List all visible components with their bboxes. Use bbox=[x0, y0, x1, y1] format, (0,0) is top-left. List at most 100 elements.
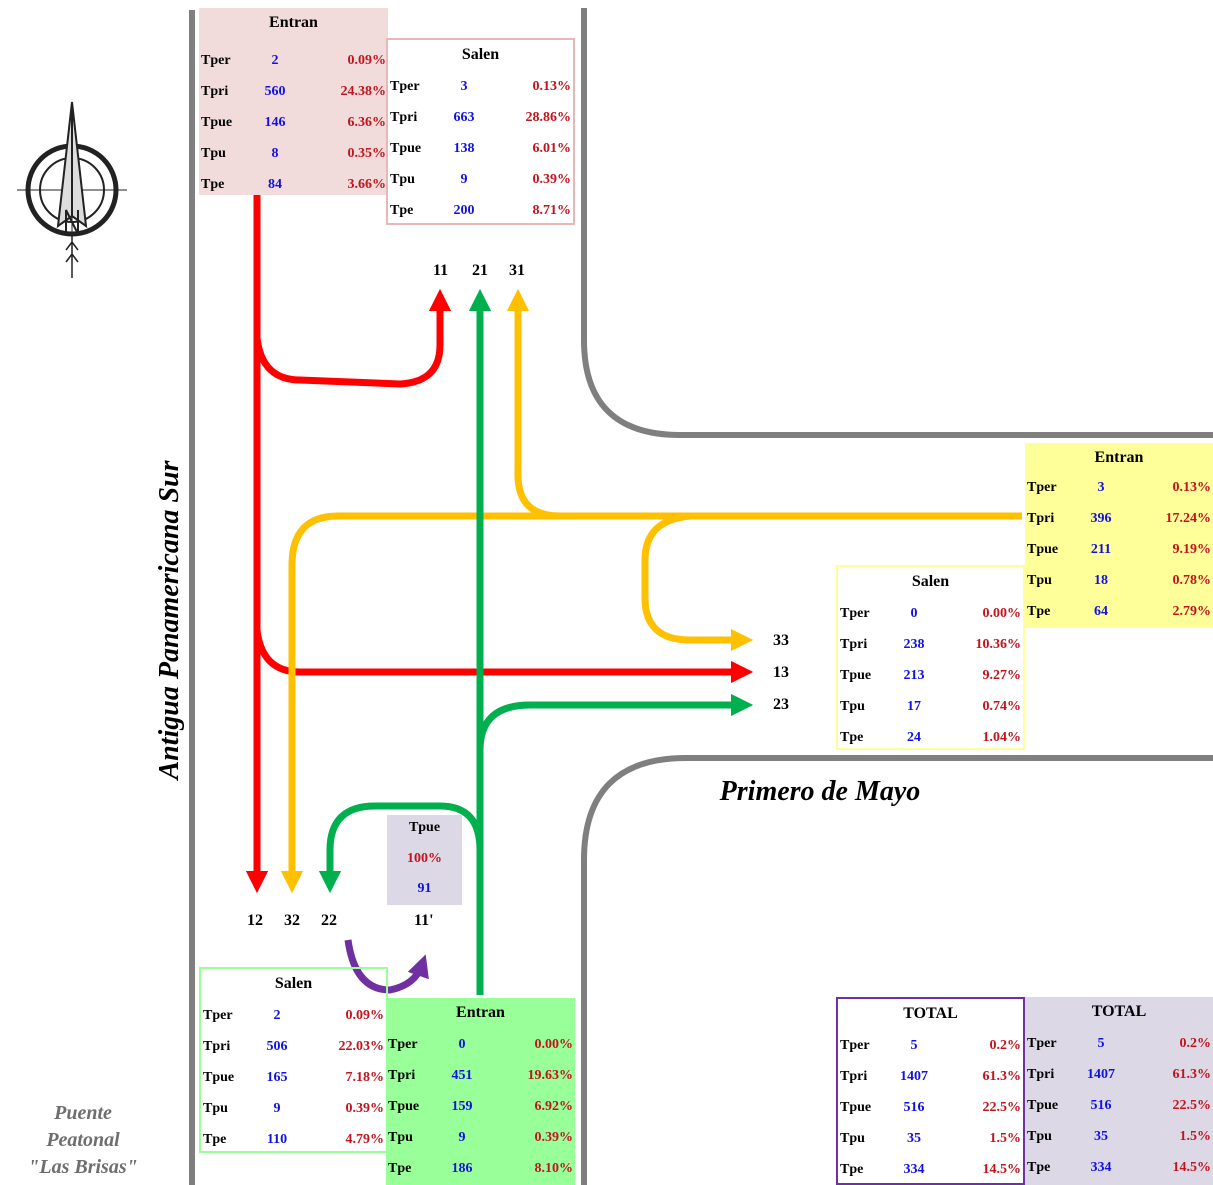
arrow-yellow-31 bbox=[506, 288, 1022, 520]
vehicle-percent: 0.2% bbox=[1179, 1036, 1212, 1051]
vehicle-percent: 2.79% bbox=[1172, 604, 1212, 619]
vehicle-count: 186 bbox=[451, 1161, 473, 1176]
vehicle-percent: 28.86% bbox=[525, 110, 572, 125]
vehicle-count: 506 bbox=[266, 1039, 288, 1054]
vehicle-percent: 0.35% bbox=[347, 146, 387, 161]
vehicle-percent: 0.78% bbox=[1172, 573, 1212, 588]
uturn-type: Tpue bbox=[408, 820, 441, 835]
vehicle-percent: 0.09% bbox=[345, 1008, 385, 1023]
vehicle-type: Tpri bbox=[203, 1039, 231, 1054]
vehicle-count: 35 bbox=[1094, 1129, 1108, 1144]
vehicle-percent: 1.5% bbox=[1179, 1129, 1212, 1144]
vehicle-percent: 6.36% bbox=[347, 115, 387, 130]
label-22: 22 bbox=[321, 912, 337, 929]
vehicle-type: Tpue bbox=[840, 1100, 872, 1115]
vehicle-percent: 22.5% bbox=[982, 1100, 1022, 1115]
vehicle-type: Tpri bbox=[1027, 511, 1055, 526]
vehicle-percent: 14.5% bbox=[1172, 1160, 1212, 1175]
vehicle-percent: 0.39% bbox=[534, 1130, 574, 1145]
table-row: Tpue 516 22.5% bbox=[838, 1093, 1023, 1123]
vehicle-count: 2 bbox=[273, 1008, 281, 1023]
vehicle-type: Tpe bbox=[390, 203, 414, 218]
vehicle-type: Tpu bbox=[1027, 573, 1052, 588]
vehicle-type: Tpe bbox=[1027, 1160, 1051, 1175]
vehicle-percent: 3.66% bbox=[347, 177, 387, 192]
vehicle-type: Tpu bbox=[388, 1130, 413, 1145]
vehicle-count: 24 bbox=[907, 730, 921, 745]
vehicle-count: 165 bbox=[266, 1070, 288, 1085]
vehicle-type: Tpe bbox=[840, 1162, 864, 1177]
vehicle-count: 3 bbox=[1097, 480, 1105, 495]
vehicle-percent: 0.13% bbox=[1172, 480, 1212, 495]
vehicle-count: 516 bbox=[1090, 1098, 1112, 1113]
vehicle-percent: 0.00% bbox=[534, 1037, 574, 1052]
arrow-yellow-32 bbox=[280, 512, 1022, 894]
table-title: TOTAL bbox=[1091, 1003, 1147, 1020]
vehicle-type: Tper bbox=[840, 1038, 870, 1053]
vehicle-type: Tpri bbox=[390, 110, 418, 125]
road-northeast-edge bbox=[581, 8, 1213, 438]
label-23: 23 bbox=[773, 696, 789, 713]
vehicle-count: 9 bbox=[273, 1101, 281, 1116]
vehicle-percent: 6.01% bbox=[532, 141, 572, 156]
arrow-green-23 bbox=[476, 693, 754, 751]
vehicle-percent: 0.74% bbox=[982, 699, 1022, 714]
label-12: 12 bbox=[247, 912, 263, 929]
label-32: 32 bbox=[284, 912, 300, 929]
vehicle-percent: 19.63% bbox=[527, 1068, 574, 1083]
vehicle-type: Tpe bbox=[388, 1161, 412, 1176]
vehicle-count: 138 bbox=[453, 141, 475, 156]
vehicle-type: Tper bbox=[840, 606, 870, 621]
vehicle-count: 451 bbox=[451, 1068, 473, 1083]
vehicle-percent: 0.00% bbox=[982, 606, 1022, 621]
vehicle-count: 8 bbox=[271, 146, 279, 161]
vehicle-type: Tpu bbox=[840, 1131, 865, 1146]
vehicle-percent: 10.36% bbox=[975, 637, 1022, 652]
arrow-green-22 bbox=[318, 802, 484, 894]
vehicle-count: 1407 bbox=[900, 1069, 928, 1084]
vehicle-type: Tpri bbox=[201, 84, 229, 99]
vehicle-count: 334 bbox=[1090, 1160, 1112, 1175]
vehicle-percent: 9.19% bbox=[1172, 542, 1212, 557]
uturn-count: 91 bbox=[417, 881, 432, 896]
vehicle-count: 334 bbox=[903, 1162, 925, 1177]
vehicle-percent: 24.38% bbox=[340, 84, 387, 99]
vehicle-percent: 1.04% bbox=[982, 730, 1022, 745]
vehicle-count: 64 bbox=[1094, 604, 1108, 619]
bridge-label-line-3: "Las Brisas" bbox=[28, 1156, 138, 1178]
vehicle-percent: 0.09% bbox=[347, 53, 387, 68]
vehicle-count: 9 bbox=[460, 172, 468, 187]
vehicle-type: Tpu bbox=[201, 146, 226, 161]
vehicle-count: 84 bbox=[268, 177, 282, 192]
vehicle-count: 560 bbox=[264, 84, 286, 99]
vehicle-count: 516 bbox=[903, 1100, 925, 1115]
label-33: 33 bbox=[773, 632, 789, 649]
vehicle-percent: 22.5% bbox=[1172, 1098, 1212, 1113]
vehicle-type: Tpe bbox=[203, 1132, 227, 1147]
vehicle-count: 3 bbox=[460, 79, 468, 94]
